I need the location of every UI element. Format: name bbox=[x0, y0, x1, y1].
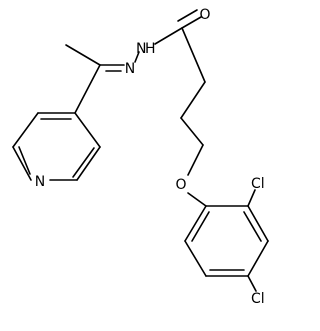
bond-layer bbox=[12, 9, 269, 292]
bond-chain-1 bbox=[181, 27, 206, 83]
bond-py6-py5 bbox=[12, 112, 39, 148]
bond-ar2-ar3-double bbox=[243, 211, 262, 242]
bond-py3-py2-double bbox=[72, 147, 95, 178]
atom-label-hydrogen-amide: H bbox=[145, 41, 156, 57]
bond-n-n bbox=[134, 51, 140, 63]
bond-carbonyl-o bbox=[181, 16, 202, 29]
atom-label-chlorine-para: Cl bbox=[251, 291, 265, 307]
bond-ar2-cl bbox=[247, 189, 256, 207]
atom-label-oxygen-carbonyl: O bbox=[199, 7, 210, 23]
bond-carbonyl-o-double bbox=[177, 9, 198, 22]
bond-methyl-c7 bbox=[65, 44, 101, 66]
bond-ar4-cl bbox=[247, 275, 257, 292]
atom-label-oxygen-ether: O bbox=[175, 177, 186, 193]
atom-label-nitrogen-pyridine: N bbox=[35, 174, 45, 190]
atom-label-chlorine-ortho: Cl bbox=[251, 176, 265, 192]
bond-ar2-ar3 bbox=[247, 205, 269, 242]
atom-label-nitrogen-amide: N bbox=[136, 41, 146, 57]
bond-ar6-ar1-double bbox=[191, 211, 210, 242]
bond-py3-py2 bbox=[76, 146, 101, 181]
bond-c7-py4 bbox=[74, 64, 101, 114]
bond-ch2-o bbox=[187, 144, 204, 176]
bond-chain-3 bbox=[180, 117, 204, 146]
bond-n-py6 bbox=[12, 146, 32, 181]
bond-chain-2 bbox=[180, 81, 206, 119]
bond-ar6-ar1 bbox=[184, 205, 207, 242]
bond-ar5-ar6 bbox=[184, 240, 207, 277]
bond-py4-py3 bbox=[74, 112, 101, 148]
atom-label-layer: O N H N N O Cl Cl bbox=[35, 7, 265, 307]
bond-nh-carbonyl bbox=[154, 27, 183, 45]
bond-o-aryl bbox=[187, 192, 207, 207]
molecule-structure-diagram: O N H N N O Cl Cl bbox=[12, 7, 269, 307]
bond-ar3-ar4 bbox=[247, 240, 269, 277]
atom-label-nitrogen-imine: N bbox=[125, 61, 135, 77]
bond-n-py6-double bbox=[18, 146, 31, 175]
